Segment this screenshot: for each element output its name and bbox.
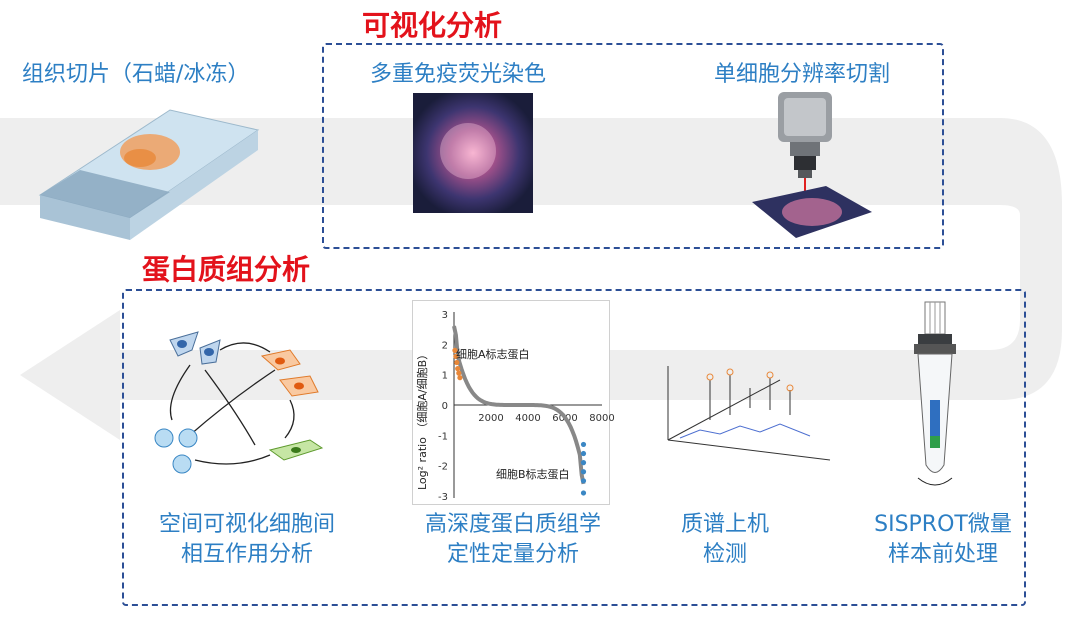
cell-a-annotation: 细胞A标志蛋白 [456,347,530,361]
tissue-slide-image [38,109,260,240]
visualization-box [322,43,944,249]
ms-detection-line1: 质谱上机 [680,512,769,537]
deep-proteomics-label: 高深度蛋白质组学 定性定量分析 [398,510,628,570]
spatial-analysis-line1: 空间可视化细胞间 [158,512,335,537]
deep-proteomics-line2: 定性定量分析 [446,542,579,567]
sisprot-label: SISPROT微量 样本前处理 [858,510,1028,570]
cell-b-marker-point [580,460,587,466]
spatial-analysis-label: 空间可视化细胞间 相互作用分析 [132,510,362,570]
laser-microscope-image [752,92,872,238]
cell-b-annotation: 细胞B标志蛋白 [496,467,570,481]
visualization-section-title: 可视化分析 [362,9,503,42]
mass-spectra-image [667,366,831,461]
sisprot-tube-image [914,301,956,486]
protein-rank-curve [452,325,586,485]
y-tick-label: -3 [438,492,448,503]
cell-b-marker-point [580,490,587,496]
cell-interaction-network [154,331,324,474]
proteomics-section-title: 蛋白质组分析 [142,253,311,286]
y-tick-label: 0 [442,401,448,412]
single-cell-cut-label: 单细胞分辨率切割 [714,62,891,87]
y-tick-label: 3 [442,310,448,321]
y-tick-label: 1 [442,371,448,382]
cell-b-marker-point [580,441,587,448]
spatial-analysis-line2: 相互作用分析 [180,542,313,567]
multiplex-if-label: 多重免疫荧光染色 [370,62,547,87]
ms-detection-line2: 检测 [702,542,747,567]
x-tick-label: 2000 [478,413,503,424]
ms-detection-label: 质谱上机 检测 [660,510,790,570]
y-tick-label: 2 [442,340,448,351]
y-tick-label: -2 [438,462,448,473]
proteomics-box [122,289,1026,606]
sisprot-line1: SISPROT微量 [874,512,1012,537]
tissue-slice-label: 组织切片（石蜡/冰冻） [22,62,250,87]
x-tick-label: 4000 [515,413,540,424]
sisprot-line2: 样本前处理 [887,542,998,567]
y-tick-label: -1 [438,431,448,442]
cell-b-marker-point [580,469,587,475]
fluorescence-image [413,93,533,213]
cell-b-marker-point [580,478,587,484]
cell-a-marker-point [456,370,462,376]
x-tick-label: 8000 [589,413,614,424]
y-axis-label: Log² ratio （细胞A/细胞B） [416,349,429,490]
deep-proteomics-line1: 高深度蛋白质组学 [424,512,601,537]
cell-a-marker-point [457,375,463,381]
cell-a-marker-point [454,359,460,366]
cell-a-marker-point [452,347,458,353]
cell-b-marker-point [580,450,587,457]
cell-a-marker-point [453,353,459,360]
cell-a-marker-point [455,366,461,372]
